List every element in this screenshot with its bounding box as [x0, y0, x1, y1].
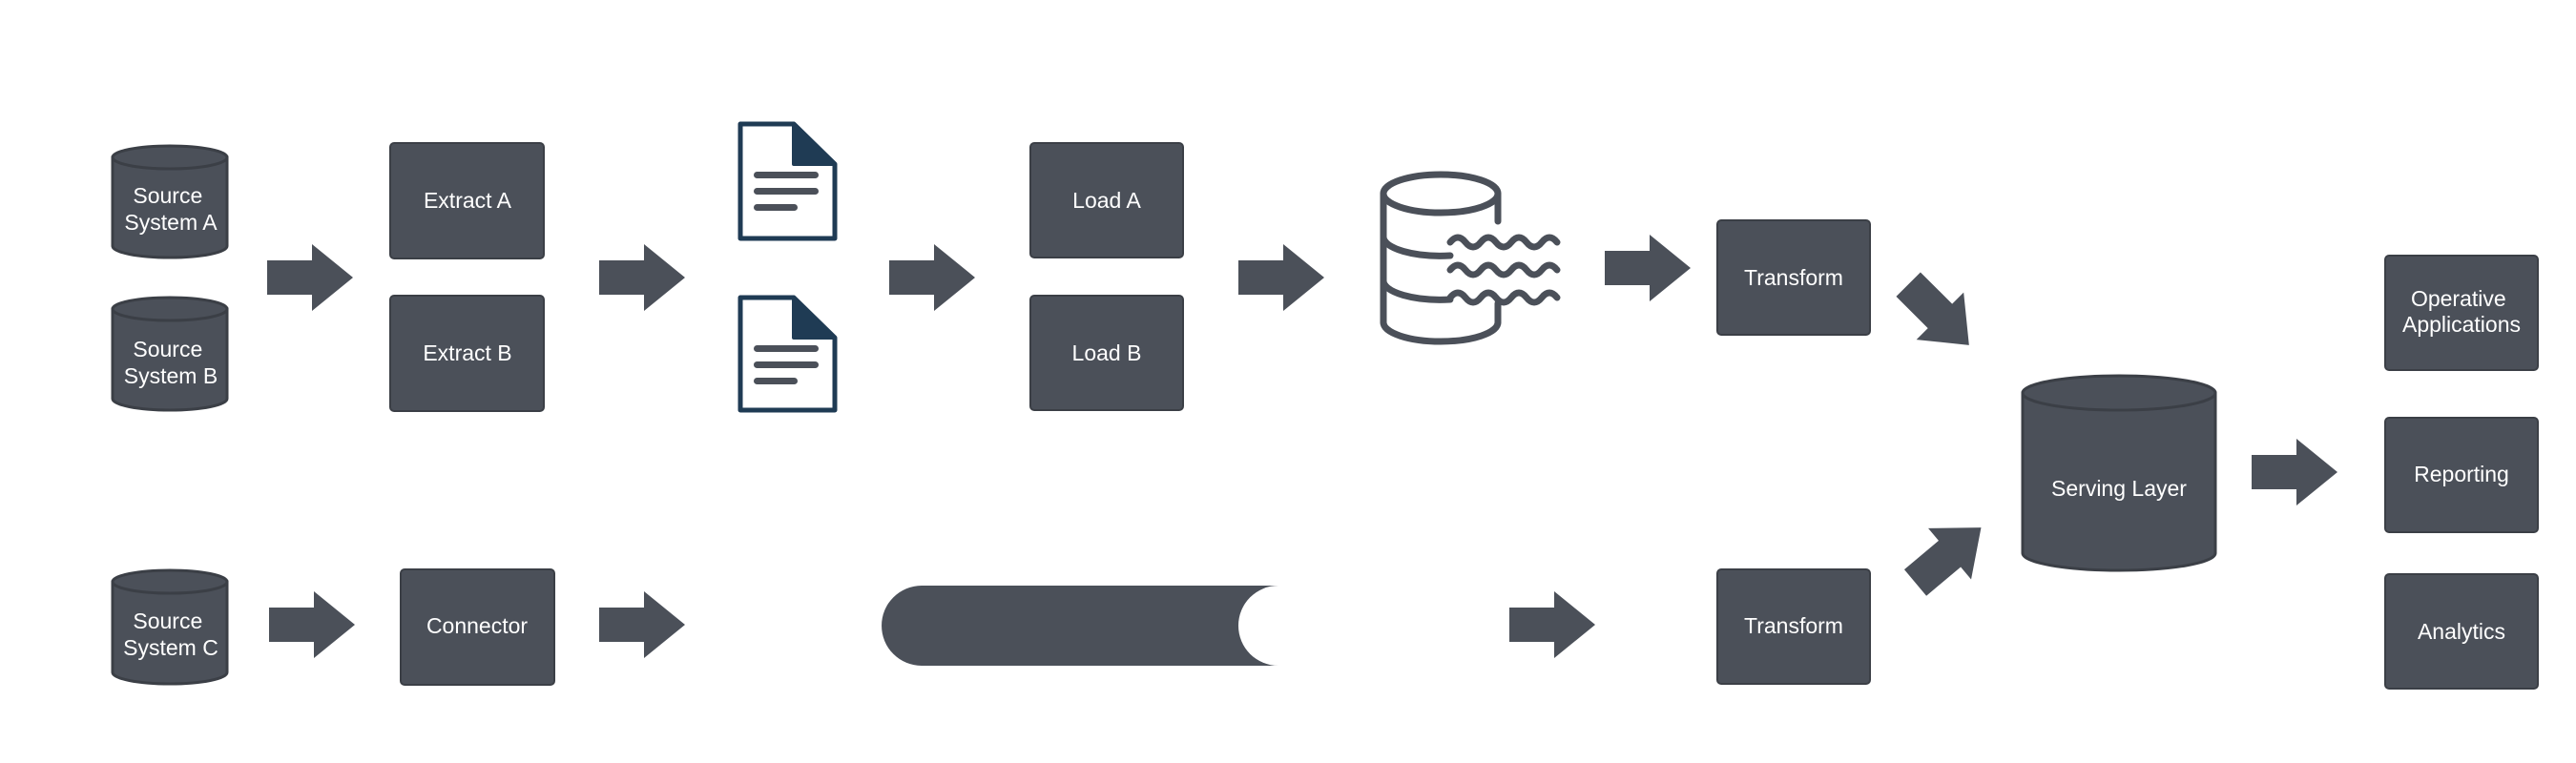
extract-a-label: Extract A	[424, 188, 512, 213]
arrow-icon	[1238, 244, 1324, 311]
arrow-icon	[599, 244, 685, 311]
serving-layer: Serving Layer	[2021, 374, 2217, 572]
arrow-icon	[2252, 439, 2337, 505]
connector-box: Connector	[400, 568, 555, 686]
source-b-line2: System B	[124, 363, 218, 388]
transform-bottom-box: Transform	[1716, 568, 1871, 685]
transform-top-box: Transform	[1716, 219, 1871, 336]
source-system-c: Source System C	[111, 568, 229, 686]
source-system-b: Source System B	[111, 296, 229, 412]
source-c-line2: System C	[123, 635, 218, 660]
extract-a-box: Extract A	[389, 142, 545, 259]
svg-text:Source System C: Source System C	[123, 608, 218, 660]
stream-pipe-icon	[882, 586, 1319, 666]
operative-applications-box: Operative Applications	[2384, 255, 2539, 371]
arrow-icon	[269, 591, 355, 658]
load-b-box: Load B	[1029, 295, 1184, 411]
reporting-label: Reporting	[2414, 462, 2509, 486]
document-icon	[737, 121, 838, 241]
load-b-label: Load B	[1072, 340, 1142, 365]
load-a-box: Load A	[1029, 142, 1184, 258]
extract-b-label: Extract B	[423, 340, 511, 365]
reporting-box: Reporting	[2384, 417, 2539, 533]
arrow-icon	[889, 244, 975, 311]
arrow-icon	[1605, 235, 1691, 301]
analytics-label: Analytics	[2418, 619, 2505, 644]
source-system-a: Source System A	[111, 144, 229, 259]
arrow-icon	[1894, 502, 2003, 608]
transform-bottom-label: Transform	[1744, 613, 1843, 638]
arrow-icon	[1509, 591, 1595, 658]
arrow-icon	[599, 591, 685, 658]
source-b-line1: Source	[133, 337, 202, 361]
document-icon	[737, 295, 838, 413]
svg-text:Source System B: Source System B	[124, 337, 218, 388]
source-c-line1: Source	[133, 608, 202, 633]
arrow-icon	[267, 244, 353, 311]
serving-layer-label: Serving Layer	[2051, 476, 2187, 501]
load-a-label: Load A	[1072, 188, 1141, 213]
source-a-line1: Source	[133, 183, 202, 208]
operative-line2: Applications	[2402, 312, 2521, 337]
arrow-icon	[1884, 260, 1993, 369]
analytics-box: Analytics	[2384, 573, 2539, 690]
operative-line1: Operative	[2411, 286, 2506, 311]
transform-top-label: Transform	[1744, 265, 1843, 290]
connector-label: Connector	[426, 613, 528, 638]
extract-b-box: Extract B	[389, 295, 545, 412]
svg-text:Source System A: Source System A	[124, 183, 218, 235]
svg-text:Operative Applications: Operative Applications	[2402, 286, 2521, 337]
source-a-line2: System A	[124, 210, 218, 235]
data-lake-icon	[1380, 171, 1561, 345]
